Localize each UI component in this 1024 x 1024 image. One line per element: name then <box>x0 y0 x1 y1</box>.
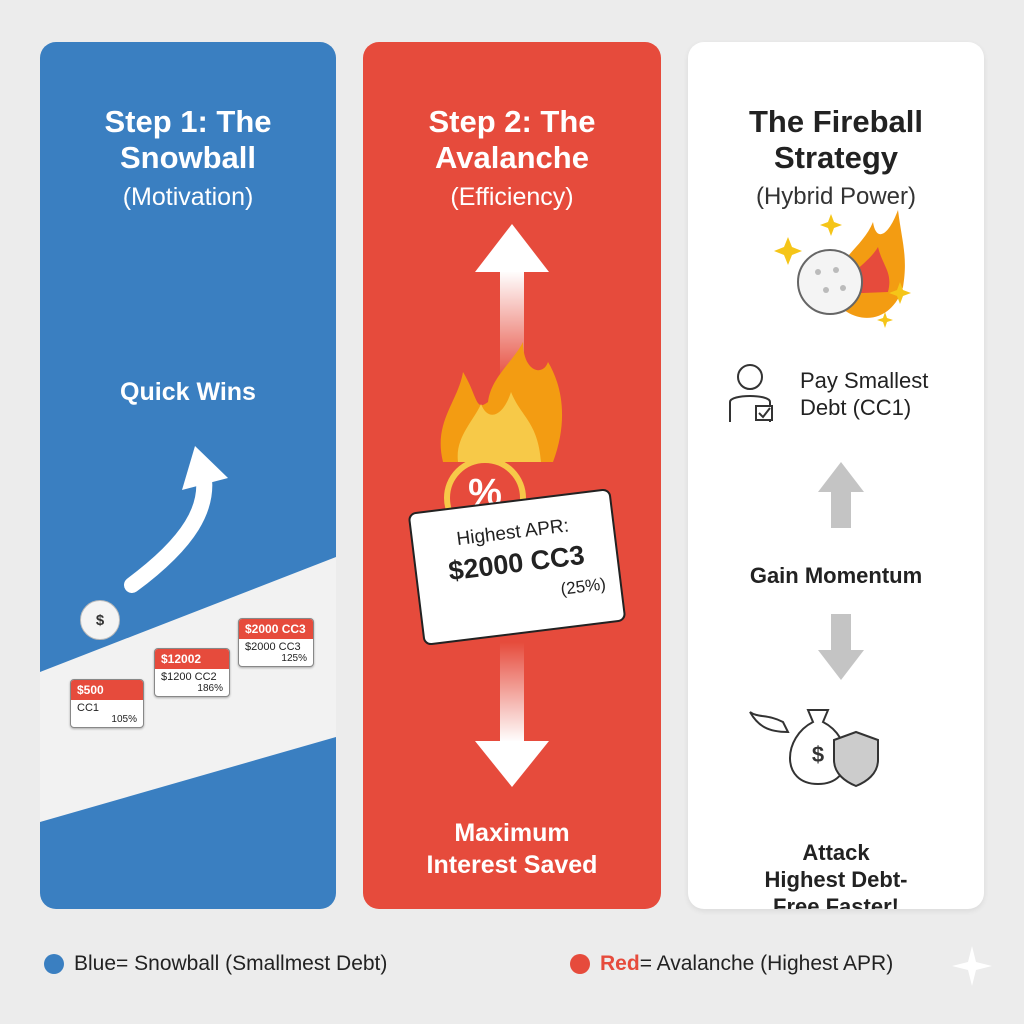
debt-card-cc1: $500 CC1 105% <box>70 679 144 728</box>
attack-label: Attack Highest Debt- Free Faster! <box>764 840 908 909</box>
avalanche-graphics <box>440 224 563 787</box>
sparkle-corner-icon <box>952 946 992 986</box>
arrow-down-gray-icon <box>818 614 864 680</box>
avalanche-panel: Step 2: The Avalanche (Efficiency) <box>363 42 661 909</box>
blue-dot-icon <box>44 954 64 974</box>
fireball-icon <box>797 210 905 318</box>
snowball-icon: $ <box>80 600 120 640</box>
arrow-down-icon <box>475 642 549 787</box>
snowball-subtitle: (Motivation) <box>122 183 254 211</box>
avalanche-subtitle: (Efficiency) <box>450 183 574 211</box>
up-curve-arrow-icon <box>124 464 213 593</box>
person-check-icon <box>729 364 773 422</box>
highest-apr-card: Highest APR: $2000 CC3 (25%) <box>407 488 627 646</box>
fireball-graphics <box>729 210 911 788</box>
gain-momentum-label: Gain Momentum <box>749 563 923 588</box>
avalanche-title: Step 2: The Avalanche <box>428 104 596 175</box>
debt-card-cc2: $12002 $1200 CC2 186% <box>154 648 230 697</box>
quick-wins-label: Quick Wins <box>120 378 256 406</box>
fireball-panel: The Fireball Strategy (Hybrid Power) <box>688 42 984 909</box>
legend-blue: Blue = Snowball (Smallmest Debt) <box>44 952 387 976</box>
fire-icon <box>440 342 563 462</box>
legend-red: Red = Avalanche (Highest APR) <box>570 952 893 976</box>
sparkle-icon <box>774 214 911 328</box>
maximum-interest-label: Maximum Interest Saved <box>426 819 598 879</box>
arrow-up-gray-icon <box>818 462 864 528</box>
pay-smallest-label: Pay Smallest Debt (CC1) <box>800 368 929 420</box>
money-bag-icon <box>749 709 879 788</box>
red-dot-icon <box>570 954 590 974</box>
snowball-slope <box>40 446 336 822</box>
money-bag-dollar: $ <box>811 742 825 767</box>
snowball-panel: Step 1: The Snowball (Motivation) Quick … <box>40 42 336 909</box>
arrow-up-icon <box>475 224 549 381</box>
fireball-subtitle: (Hybrid Power) <box>755 183 917 210</box>
snowball-title: Step 1: The Snowball <box>104 104 272 175</box>
fireball-title: The Fireball Strategy <box>749 104 923 175</box>
debt-card-cc3: $2000 CC3 $2000 CC3 125% <box>238 618 314 667</box>
